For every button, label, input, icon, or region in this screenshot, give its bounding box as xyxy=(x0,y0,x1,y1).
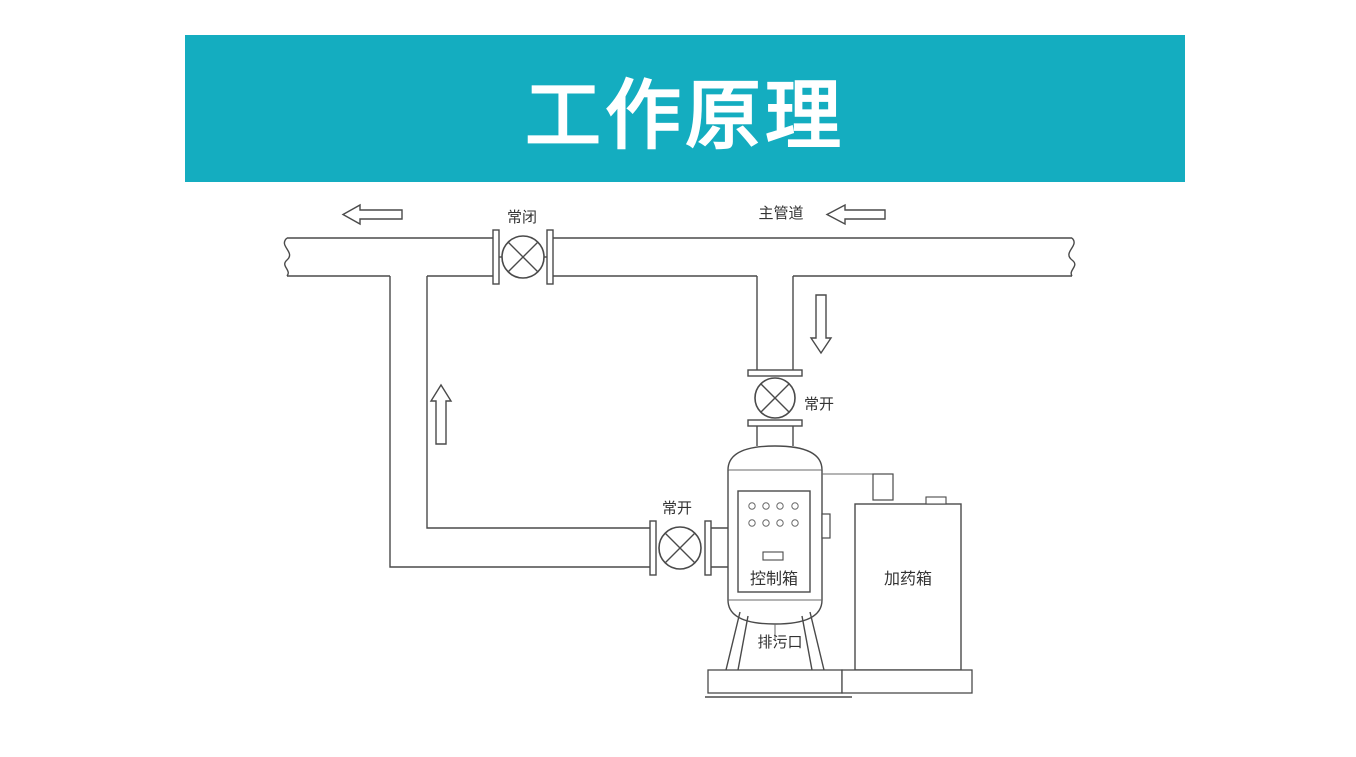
dosing-tank-label: 加药箱 xyxy=(884,569,932,588)
title-banner: 工作原理 xyxy=(185,35,1185,182)
main-pipe-label: 主管道 xyxy=(758,204,803,222)
valve-inlet-label: 常开 xyxy=(662,499,692,517)
dosing-tank: 加药箱 xyxy=(854,496,962,671)
branch-pipe xyxy=(756,276,794,446)
valve-inlet xyxy=(649,520,728,576)
control-box: 控制箱 xyxy=(737,490,811,593)
valve-vertical xyxy=(747,369,803,427)
flow-arrow-left-icon xyxy=(825,203,886,226)
valve-main xyxy=(492,229,554,285)
valve-cross-icon xyxy=(754,377,796,419)
base-platform xyxy=(705,669,973,698)
valve-vertical-label: 常开 xyxy=(804,395,834,413)
indicator-lights xyxy=(748,502,799,527)
main-pipe xyxy=(283,237,1076,277)
flow-arrow-down-icon xyxy=(809,294,833,355)
drain-label: 排污口 xyxy=(757,633,802,651)
flow-arrow-up-icon xyxy=(429,383,453,445)
control-box-label: 控制箱 xyxy=(750,569,798,588)
valve-main-label: 常闭 xyxy=(507,208,537,226)
filter-vessel xyxy=(725,445,894,671)
valve-cross-icon xyxy=(501,235,545,279)
flow-arrow-left-icon xyxy=(341,203,403,226)
valve-cross-icon xyxy=(658,526,702,570)
bypass-pipe xyxy=(389,276,655,568)
page-title: 工作原理 xyxy=(525,70,845,160)
